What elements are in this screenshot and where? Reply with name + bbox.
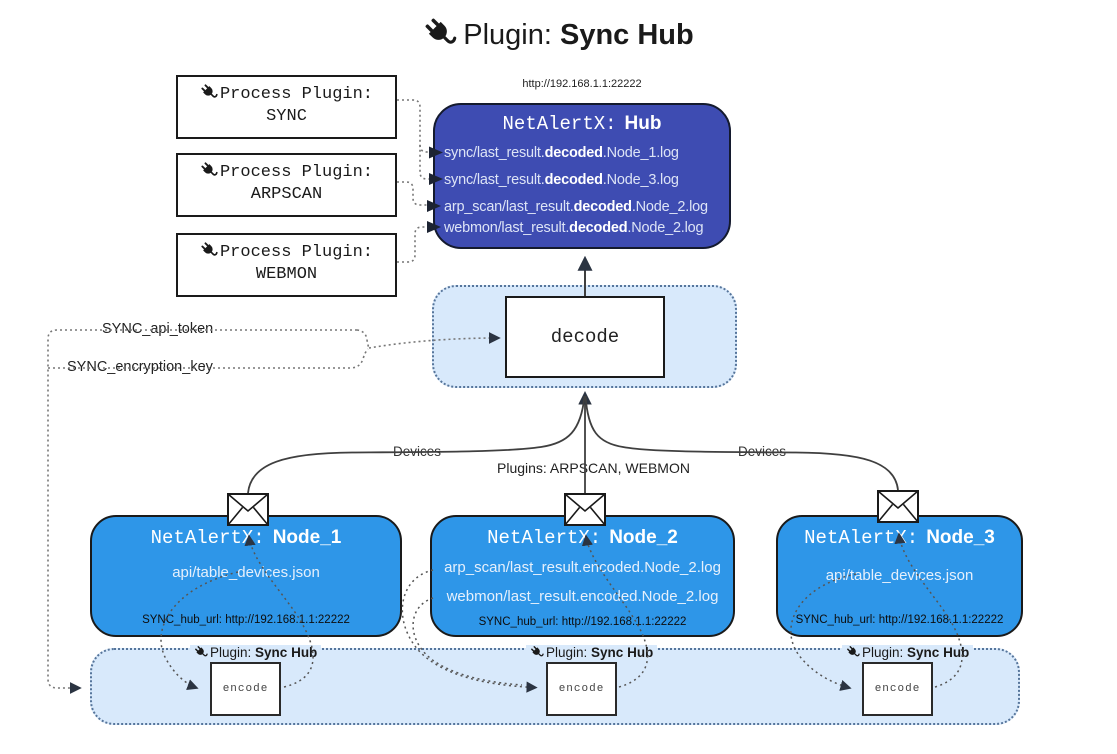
- title-name: Sync Hub: [559, 19, 694, 51]
- secrets-wires: [47, 329, 501, 694]
- process-plugin-sync: Process Plugin: SYNC: [176, 75, 397, 139]
- hub-box: [433, 103, 731, 249]
- node2-file: arp_scan/last_result.encoded.Node_2.log: [444, 559, 721, 576]
- plug-icon: [421, 14, 459, 52]
- node2-file: webmon/last_result.encoded.Node_2.log: [446, 588, 719, 605]
- node2-title: NetAlertX:Node_2: [487, 527, 678, 549]
- process-plugin-label: Process Plugin:: [219, 85, 374, 104]
- node-merge-curves: [247, 390, 899, 494]
- process-plugin-connectors: [397, 99, 431, 263]
- node2-hub-url: SYNC_hub_url: http://192.168.1.1:22222: [478, 616, 687, 628]
- encode-box: encode: [210, 662, 281, 716]
- hub-title: NetAlertX: Hub: [433, 113, 731, 135]
- band-plugin-label: Plugin: Sync Hub: [842, 644, 974, 660]
- process-plugin-label: Process Plugin:: [219, 163, 374, 182]
- sync-encryption-key-label: SYNC_encryption_key: [62, 358, 218, 376]
- process-plugin-webmon: Process Plugin: WEBMON: [176, 233, 397, 297]
- process-plugin-name: SYNC: [266, 107, 307, 126]
- hub-url: http://192.168.1.1:22222: [522, 78, 642, 90]
- decode-label: decode: [550, 326, 620, 348]
- node1-file: api/table_devices.json: [172, 564, 320, 581]
- envelope-icon: [227, 493, 269, 527]
- hub-log-line: webmon/last_result.decoded.Node_2.log: [444, 220, 704, 236]
- plug-icon: [199, 160, 219, 180]
- sync-api-token-label: SYNC_api_token: [97, 320, 219, 338]
- hub-log-line: arp_scan/last_result.decoded.Node_2.log: [444, 199, 708, 215]
- encode-box: encode: [862, 662, 933, 716]
- title-prefix: Plugin:: [463, 19, 552, 51]
- hub-log-arrows: [427, 146, 443, 233]
- process-plugin-label: Process Plugin:: [219, 243, 374, 262]
- process-plugin-name: ARPSCAN: [250, 185, 323, 204]
- hub-title-name: Hub: [624, 113, 662, 134]
- plug-icon: [199, 240, 219, 260]
- process-plugin-arpscan: Process Plugin: ARPSCAN: [176, 153, 397, 217]
- page-title: Plugin: Sync Hub: [0, 14, 1117, 52]
- envelope-icon: [564, 493, 606, 527]
- hub-log-line: sync/last_result.decoded.Node_1.log: [444, 145, 679, 161]
- encode-box: encode: [546, 662, 617, 716]
- node3-hub-url: SYNC_hub_url: http://192.168.1.1:22222: [795, 614, 1004, 626]
- encode-loops: [160, 532, 963, 693]
- node3-title: NetAlertX:Node_3: [804, 527, 995, 549]
- band-plugin-label: Plugin: Sync Hub: [190, 644, 322, 660]
- band-plugin-label: Plugin: Sync Hub: [526, 644, 658, 660]
- plug-icon: [199, 82, 219, 102]
- decode-box: decode: [505, 296, 665, 378]
- envelope-icon: [877, 490, 919, 524]
- node3-file: api/table_devices.json: [825, 567, 974, 584]
- process-plugin-name: WEBMON: [255, 265, 318, 284]
- hub-title-prefix: NetAlertX:: [502, 113, 617, 135]
- node3-box: [776, 515, 1023, 637]
- hub-log-line: sync/last_result.decoded.Node_3.log: [444, 172, 679, 188]
- plugins-label-center: Plugins: ARPSCAN, WEBMON: [492, 459, 690, 477]
- node1-title: NetAlertX:Node_1: [150, 527, 342, 549]
